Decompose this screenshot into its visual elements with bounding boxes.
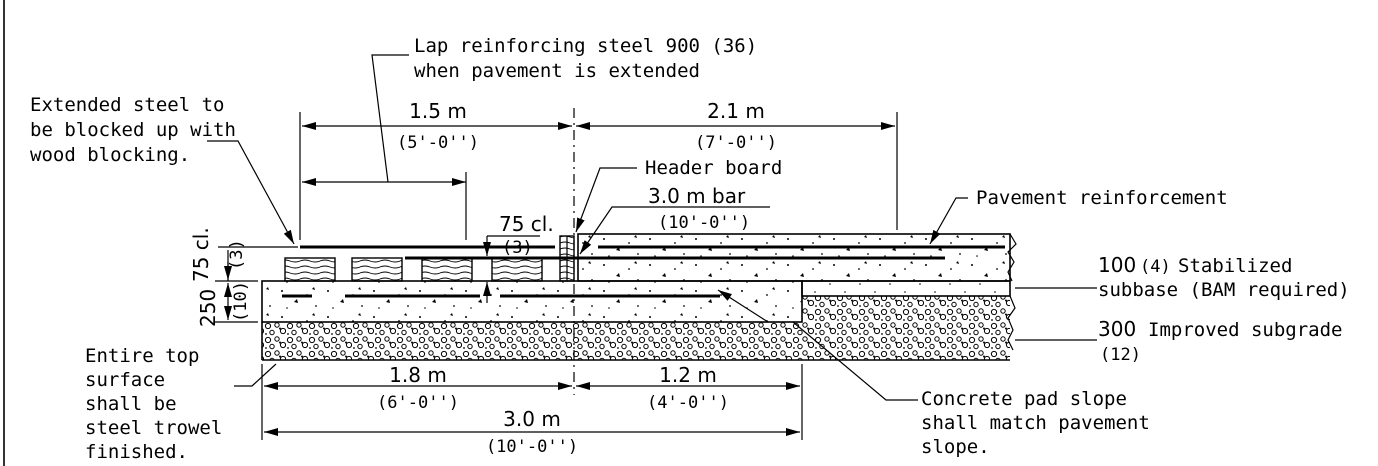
- stabilized-subbase: [801, 280, 1011, 297]
- entire-top-line5: finished.: [85, 441, 188, 463]
- dim-top-right: 2.1 m: [707, 99, 765, 123]
- header-board-label: Header board: [645, 157, 782, 179]
- entire-top-line2: surface: [85, 369, 165, 391]
- dim-bottom-left: 1.8 m: [389, 363, 447, 387]
- pad-slope-line1: Concrete pad slope: [921, 388, 1127, 410]
- pavement-reinforcement-label: Pavement reinforcement: [976, 187, 1228, 209]
- lap-note-line2: when pavement is extended: [414, 60, 700, 82]
- concrete-pad: [261, 280, 803, 323]
- pad-slope-line2: shall match pavement: [921, 412, 1150, 434]
- depth-250-label: 250: [196, 289, 220, 327]
- bar-label: 3.0 m bar: [648, 184, 746, 208]
- extended-steel-line1: Extended steel to: [30, 94, 224, 116]
- depth-250-imperial: (10): [231, 281, 251, 322]
- dim-total: 3.0 m: [503, 407, 561, 431]
- stab-depth: 100: [1098, 253, 1136, 277]
- cl75-top-label: 75 cl.: [499, 212, 554, 236]
- dim-top-left-imperial: (5'-0''): [397, 133, 479, 153]
- entire-top-line1: Entire top: [85, 345, 199, 367]
- pavement-subgrade-gravel: [802, 296, 1010, 360]
- pad-subgrade-gravel: [262, 322, 802, 360]
- dim-bottom-right: 1.2 m: [659, 363, 717, 387]
- subgrade-depth-imperial: (12): [1100, 345, 1141, 365]
- dim-bottom-right-imperial: (4'-0''): [647, 393, 729, 413]
- pad-slope-line3: slope.: [921, 436, 990, 458]
- subgrade-label: Improved subgrade: [1148, 319, 1342, 341]
- cl75-top-imperial: (3): [502, 238, 533, 258]
- bar-label-imperial: (10'-0''): [658, 213, 750, 233]
- wood-blocking: [284, 257, 543, 282]
- extended-steel-line2: be blocked up with: [30, 119, 236, 141]
- dim-top-left: 1.5 m: [409, 99, 467, 123]
- entire-top-line3: shall be: [85, 393, 177, 415]
- lap-note-line1: Lap reinforcing steel 900 (36): [414, 35, 757, 57]
- dim-bottom-left-imperial: (6'-0''): [377, 393, 459, 413]
- dim-top-right-imperial: (7'-0''): [695, 133, 777, 153]
- stab-label-line1: Stabilized: [1178, 255, 1292, 277]
- cl75-vertical-imperial: (3): [227, 239, 247, 270]
- entire-top-line4: steel trowel: [85, 417, 222, 439]
- subgrade-depth: 300: [1098, 317, 1136, 341]
- extended-steel-line3: wood blocking.: [30, 144, 190, 166]
- dim-total-imperial: (10'-0''): [486, 437, 578, 457]
- stab-depth-imperial: (4): [1140, 257, 1171, 277]
- stab-label-line2: subbase (BAM required): [1098, 279, 1350, 301]
- cl75-vertical-label: 75 cl.: [189, 227, 213, 282]
